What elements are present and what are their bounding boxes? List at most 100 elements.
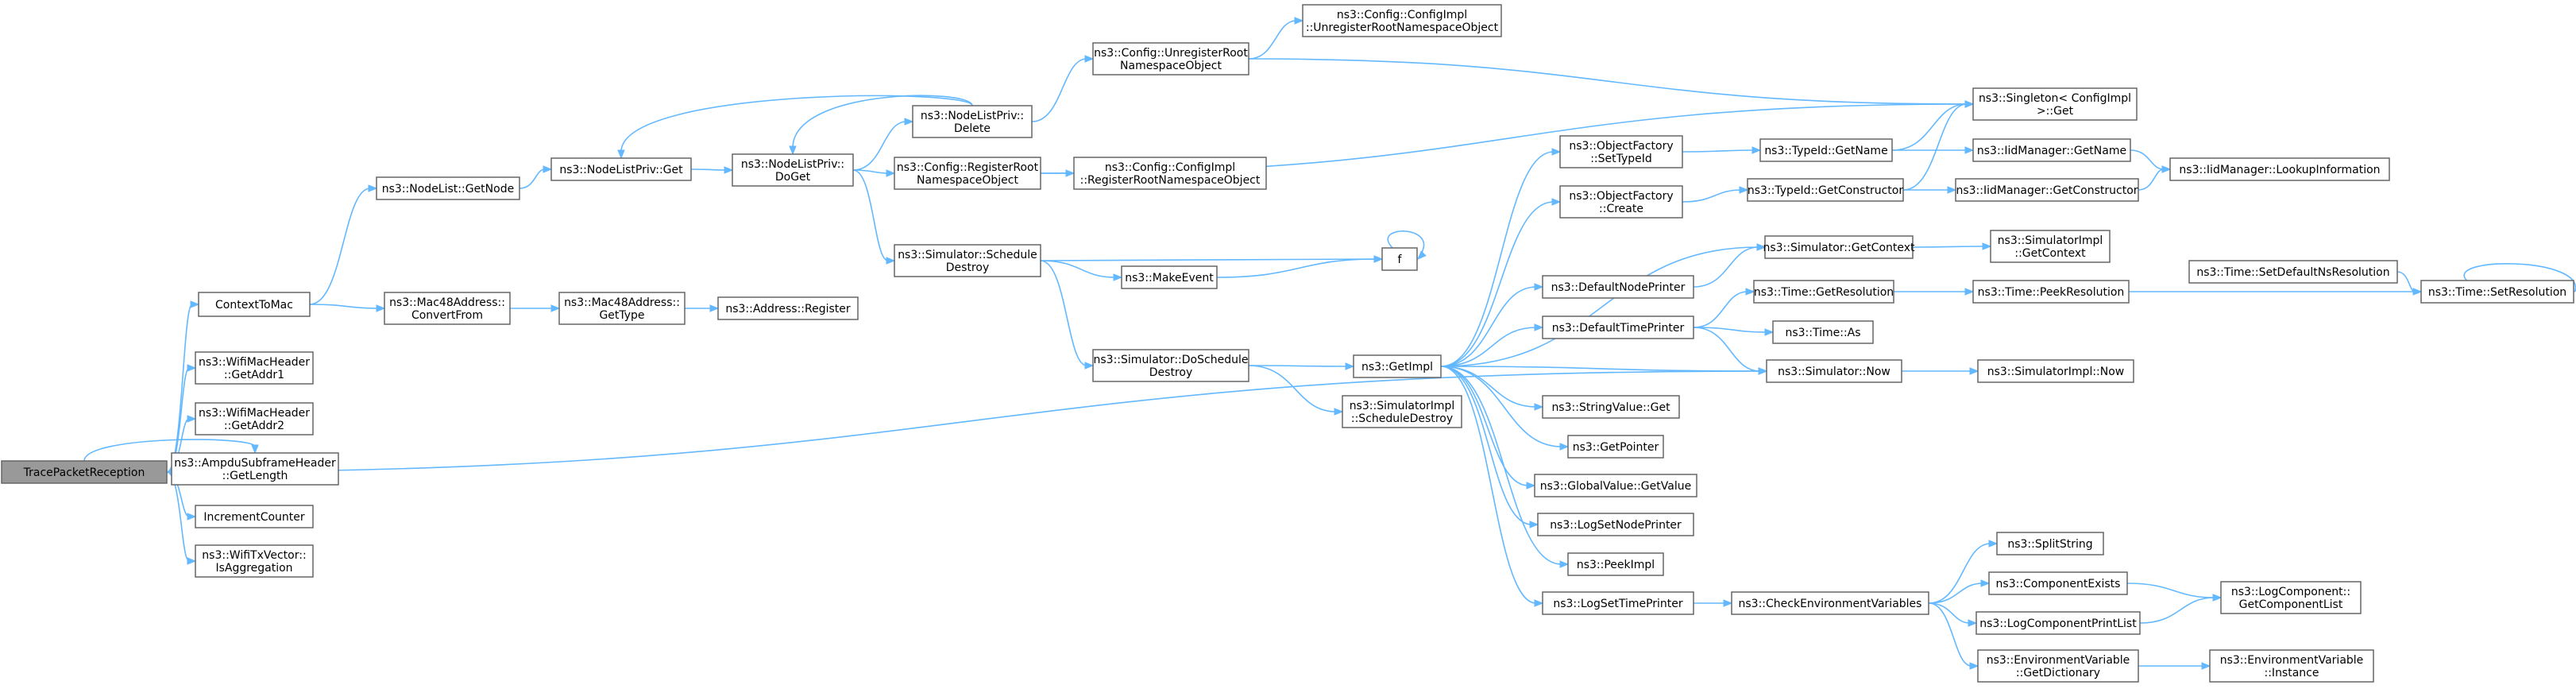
edge-line bbox=[1248, 20, 1297, 60]
node-label: f bbox=[1398, 254, 1403, 266]
node-box bbox=[1559, 135, 1683, 168]
node-label: IsAggregation bbox=[215, 562, 292, 575]
edge-getimpl-to-defnodepr bbox=[1440, 283, 1544, 367]
node-label: ns3::StringValue::Get bbox=[1551, 401, 1670, 414]
node-cfgimplunreg[interactable]: ns3::Config::ConfigImpl::UnregisterRootN… bbox=[1302, 4, 1502, 37]
node-label: ns3::WifiTxVector:: bbox=[202, 549, 306, 562]
node-cfgimplreg[interactable]: ns3::Config::ConfigImpl::RegisterRootNam… bbox=[1073, 157, 1267, 190]
node-ctm[interactable]: ContextToMac bbox=[198, 292, 311, 317]
edge-simdosched-to-simimplsched bbox=[1248, 365, 1344, 416]
edge-arrowhead bbox=[1534, 403, 1544, 411]
node-f[interactable]: f bbox=[1381, 247, 1418, 271]
edge-line bbox=[852, 121, 907, 171]
node-root[interactable]: TracePacketReception bbox=[1, 460, 168, 484]
node-logsetnp[interactable]: ns3::LogSetNodePrinter bbox=[1537, 513, 1694, 536]
node-simgetctx[interactable]: ns3::Simulator::GetContext bbox=[1763, 235, 1915, 259]
node-mac48gt[interactable]: ns3::Mac48Address::GetType bbox=[558, 292, 686, 325]
node-strvalget[interactable]: ns3::StringValue::Get bbox=[1542, 395, 1680, 419]
node-peekimpl[interactable]: ns3::PeekImpl bbox=[1567, 552, 1664, 576]
node-logcompprint[interactable]: ns3::LogComponentPrintList bbox=[1975, 611, 2141, 635]
node-timepeek[interactable]: ns3::Time::PeekResolution bbox=[1972, 280, 2130, 304]
node-splitstr[interactable]: ns3::SplitString bbox=[1996, 532, 2104, 555]
edge-root-to-ctm bbox=[166, 300, 200, 473]
node-gvgetval[interactable]: ns3::GlobalValue::GetValue bbox=[1534, 474, 1697, 497]
edge-simnow-to-simimplnow bbox=[1901, 367, 1979, 375]
node-mac48cf[interactable]: ns3::Mac48Address::ConvertFrom bbox=[384, 292, 511, 325]
node-getimpl[interactable]: ns3::GetImpl bbox=[1353, 354, 1442, 378]
node-envinstance[interactable]: ns3::EnvironmentVariable::Instance bbox=[2209, 649, 2374, 683]
edge-root-to-wgaddr2 bbox=[166, 415, 197, 473]
edge-line bbox=[1693, 327, 1767, 333]
edge-getimpl-to-ofcreate bbox=[1440, 198, 1562, 367]
node-box bbox=[550, 157, 692, 181]
node-box bbox=[1747, 178, 1904, 202]
node-chkenv[interactable]: ns3::CheckEnvironmentVariables bbox=[1731, 591, 1929, 615]
node-nlpdoget[interactable]: ns3::NodeListPriv::DoGet bbox=[732, 153, 854, 187]
node-label: ns3::EnvironmentVariable bbox=[2220, 654, 2364, 667]
node-simimplnow[interactable]: ns3::SimulatorImpl::Now bbox=[1977, 359, 2134, 383]
node-timesetres[interactable]: ns3::Time::SetResolution bbox=[2420, 280, 2574, 304]
edge-timepeek-to-timesetres bbox=[2129, 288, 2423, 296]
node-logcompgetlist[interactable]: ns3::LogComponent::GetComponentList bbox=[2220, 581, 2362, 614]
node-label: ns3::TypeId::GetName bbox=[1764, 145, 1887, 157]
node-makeevent[interactable]: ns3::MakeEvent bbox=[1121, 265, 1218, 289]
edge-line bbox=[1440, 151, 1554, 367]
node-logsettp[interactable]: ns3::LogSetTimePrinter bbox=[1542, 591, 1694, 615]
node-nlpdel[interactable]: ns3::NodeListPriv::Delete bbox=[912, 105, 1033, 138]
edge-arrowhead bbox=[187, 557, 197, 565]
node-box bbox=[1302, 4, 1502, 37]
node-timegetres[interactable]: ns3::Time::GetResolution bbox=[1753, 280, 1894, 304]
node-tidgetctor[interactable]: ns3::TypeId::GetConstructor bbox=[1747, 178, 1904, 202]
node-defnodepr[interactable]: ns3::DefaultNodePrinter bbox=[1542, 275, 1694, 299]
node-simimplgetctx[interactable]: ns3::SimulatorImpl::GetContext bbox=[1990, 230, 2111, 263]
node-label: ns3::GlobalValue::GetValue bbox=[1540, 480, 1691, 493]
node-addrreg[interactable]: ns3::Address::Register bbox=[717, 296, 859, 320]
edge-line bbox=[620, 95, 973, 153]
node-timeas[interactable]: ns3::Time::As bbox=[1772, 320, 1874, 344]
node-wtxv[interactable]: ns3::WifiTxVector::IsAggregation bbox=[195, 544, 314, 578]
edge-root-to-ampdu bbox=[83, 439, 259, 462]
node-incctr[interactable]: IncrementCounter bbox=[195, 505, 314, 528]
node-box bbox=[1534, 474, 1697, 497]
node-getptr[interactable]: ns3::GetPointer bbox=[1567, 435, 1664, 459]
node-simnow[interactable]: ns3::Simulator::Now bbox=[1766, 359, 1902, 383]
node-ofcreate[interactable]: ns3::ObjectFactory::Create bbox=[1559, 185, 1683, 219]
edge-tidgetctor-to-iidgetctor bbox=[1903, 186, 1957, 194]
edge-timesetdef-to-timesetres bbox=[2396, 271, 2423, 296]
node-box bbox=[1542, 275, 1694, 299]
node-simimplsched[interactable]: ns3::SimulatorImpl::ScheduleDestroy bbox=[1342, 395, 1462, 428]
node-iidgetctor[interactable]: ns3::IidManager::GetConstructor bbox=[1955, 178, 2139, 202]
node-wgaddr2[interactable]: ns3::WifiMacHeader::GetAddr2 bbox=[195, 402, 314, 435]
node-cfgunreg[interactable]: ns3::Config::UnregisterRootNamespaceObje… bbox=[1092, 42, 1249, 75]
edge-arrowhead bbox=[886, 169, 896, 177]
node-envgetdict[interactable]: ns3::EnvironmentVariable::GetDictionary bbox=[1977, 649, 2139, 683]
edge-line bbox=[1440, 246, 1759, 367]
node-nlgn[interactable]: ns3::NodeList::GetNode bbox=[376, 176, 520, 200]
edge-arrowhead bbox=[1551, 148, 1562, 156]
node-tidgetname[interactable]: ns3::TypeId::GetName bbox=[1759, 138, 1893, 162]
node-label: ns3::IidManager::GetName bbox=[1977, 145, 2126, 157]
node-ofsettid[interactable]: ns3::ObjectFactory::SetTypeId bbox=[1559, 135, 1683, 168]
node-iidgetname[interactable]: ns3::IidManager::GetName bbox=[1972, 138, 2131, 162]
node-nlpget[interactable]: ns3::NodeListPriv::Get bbox=[550, 157, 692, 181]
edge-root-to-simnow bbox=[166, 367, 1768, 473]
edge-arrowhead bbox=[1084, 55, 1095, 63]
node-simsched[interactable]: ns3::Simulator::ScheduleDestroy bbox=[894, 244, 1041, 277]
node-singleton[interactable]: ns3::Singleton< ConfigImpl >::Get bbox=[1972, 87, 2138, 121]
node-iidlookup[interactable]: ns3::IidManager::LookupInformation bbox=[2169, 157, 2390, 181]
node-compexists[interactable]: ns3::ComponentExists bbox=[1988, 571, 2128, 595]
edge-arrowhead bbox=[1334, 408, 1344, 416]
node-wgaddr1[interactable]: ns3::WifiMacHeader::GetAddr1 bbox=[195, 351, 314, 385]
edge-getimpl-to-peekimpl bbox=[1440, 366, 1570, 568]
node-deftimepr[interactable]: ns3::DefaultTimePrinter bbox=[1542, 315, 1694, 339]
node-cfgreg[interactable]: ns3::Config::RegisterRootNamespaceObject bbox=[894, 157, 1041, 190]
node-label: ns3::EnvironmentVariable bbox=[1987, 654, 2130, 667]
edge-arrowhead bbox=[1739, 186, 1749, 194]
node-timesetdef[interactable]: ns3::Time::SetDefaultNsResolution bbox=[2188, 260, 2398, 284]
edge-arrowhead bbox=[724, 166, 734, 174]
edge-arrowhead bbox=[1113, 273, 1123, 281]
edge-defnodepr-to-simgetctx bbox=[1693, 243, 1767, 288]
node-ampdu[interactable]: ns3::AmpduSubframeHeader::GetLength bbox=[171, 452, 339, 486]
